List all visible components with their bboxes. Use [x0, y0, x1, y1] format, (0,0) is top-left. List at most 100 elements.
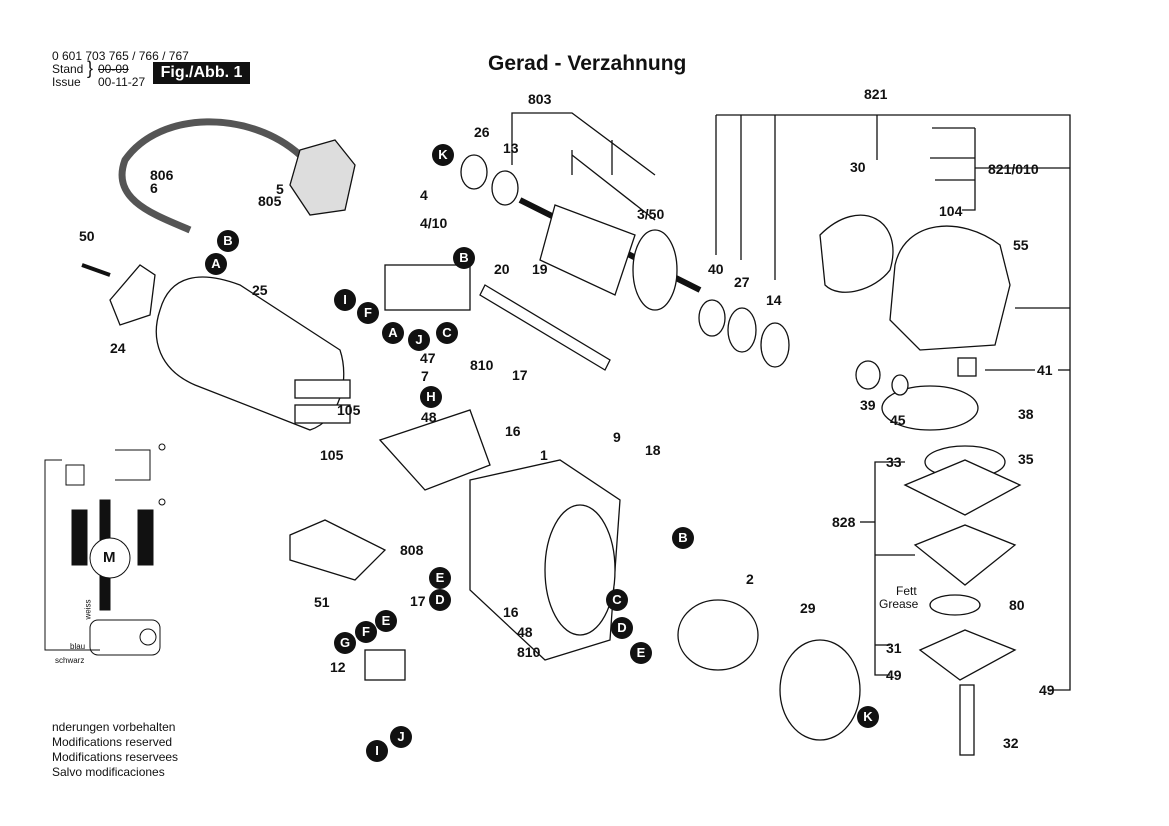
part-label: 49: [886, 667, 902, 683]
part-label: 33: [886, 454, 902, 470]
guard-30: [819, 214, 894, 293]
part-label: 5: [276, 181, 284, 197]
nut-45: [891, 374, 909, 396]
bushing-41: [957, 357, 977, 377]
note-de: nderungen vorbehalten: [52, 720, 176, 734]
part-label: 41: [1037, 362, 1053, 378]
part-label: 24: [110, 340, 126, 356]
part-label: 50: [79, 228, 95, 244]
connector-badge: H: [420, 386, 442, 408]
part-label: 25: [252, 282, 268, 298]
connector-badge: J: [408, 329, 430, 351]
connector-badge: B: [217, 230, 239, 252]
field-coil-2: [677, 599, 759, 671]
motor-label: M: [103, 549, 116, 566]
connector-badge: D: [429, 589, 451, 611]
module-51: [289, 519, 387, 581]
part-label: 19: [532, 261, 548, 277]
part-label: 821: [864, 86, 888, 102]
connector-badge: K: [432, 144, 454, 166]
part-label: 803: [528, 91, 552, 107]
note-en: Modifications reserved: [52, 735, 173, 749]
connector-badge: I: [334, 289, 356, 311]
part-label: 45: [890, 412, 906, 428]
spindle-32: [959, 684, 975, 756]
part-label: 14: [766, 292, 782, 308]
leader-828: [860, 461, 915, 676]
slide-bar-20: [479, 284, 611, 371]
part-label: 27: [734, 274, 750, 290]
plate-31: [918, 629, 1017, 681]
armature-3-50: [518, 197, 702, 311]
part-label: 20: [494, 261, 510, 277]
part-label: 4: [420, 187, 428, 203]
part-label: 35: [1018, 451, 1034, 467]
connector-badge: E: [429, 567, 451, 589]
grease-note-de: Fett: [896, 584, 917, 598]
connector-badge: B: [672, 527, 694, 549]
part-label: 30: [850, 159, 866, 175]
part-label: 39: [860, 397, 876, 413]
part-label: 48: [421, 409, 437, 425]
part-label: 18: [645, 442, 661, 458]
part-label: 12: [330, 659, 346, 675]
stand-label: Stand: [52, 62, 84, 76]
connector-badge: J: [390, 726, 412, 748]
part-label: 808: [400, 542, 424, 558]
connector-badge: B: [453, 247, 475, 269]
diagram-title: Gerad - Verzahnung: [488, 52, 687, 75]
part-label: 105: [337, 402, 361, 418]
connector-badge: D: [611, 617, 633, 639]
part-label: 51: [314, 594, 330, 610]
wire-label-schwarz: schwarz: [55, 656, 85, 665]
leader-803: [511, 112, 656, 221]
part-label: 9: [613, 429, 621, 445]
part-label: 4/10: [420, 215, 448, 231]
part-label: 1: [540, 447, 548, 463]
part-label: 47: [420, 350, 436, 366]
part-label: 806: [150, 167, 174, 183]
connector-badge: C: [606, 589, 628, 611]
connector-badge: F: [355, 621, 377, 643]
part-label: 49: [1039, 682, 1055, 698]
note-es: Salvo modificaciones: [52, 765, 165, 779]
part-label: 3/50: [637, 206, 665, 222]
part-numbers: 0 601 703 765 / 766 / 767: [52, 49, 189, 63]
connector-badge: C: [436, 322, 458, 344]
figure-label: Fig./Abb. 1: [153, 62, 250, 84]
connector-badge: E: [375, 610, 397, 632]
part-label: 32: [1003, 735, 1019, 751]
part-label: 16: [503, 604, 519, 620]
part-label: 7: [421, 368, 429, 384]
bevel-gear-38: [881, 385, 979, 431]
part-label: 17: [512, 367, 528, 383]
bearing-13: [491, 170, 519, 206]
issue-label: Issue: [52, 75, 81, 89]
part-label: 2: [746, 571, 754, 587]
washer-80: [929, 594, 981, 616]
ring-40: [698, 299, 726, 337]
pinion-39: [855, 360, 881, 390]
part-label: 31: [886, 640, 902, 656]
gasket-35: [903, 459, 1022, 516]
part-label: 29: [800, 600, 816, 616]
part-label: 821/010: [988, 161, 1039, 177]
connector-badge: K: [857, 706, 879, 728]
wiring-diagram: [44, 443, 166, 656]
part-label: 40: [708, 261, 724, 277]
part-label: 810: [517, 644, 541, 660]
wire-label-weiss: weiss: [83, 599, 93, 620]
part-label: 104: [939, 203, 963, 219]
part-label: 6: [150, 180, 158, 196]
label-105b: [294, 404, 351, 424]
issue-value: 00-11-27: [98, 75, 146, 89]
note-fr: Modifications reservees: [52, 750, 179, 764]
part-label: 26: [474, 124, 490, 140]
knob-24: [109, 264, 156, 326]
part-label: 38: [1018, 406, 1034, 422]
part-label: 55: [1013, 237, 1029, 253]
part-label: 16: [505, 423, 521, 439]
leader-821: [715, 114, 1071, 691]
wire-label-blau: blau: [70, 642, 86, 651]
